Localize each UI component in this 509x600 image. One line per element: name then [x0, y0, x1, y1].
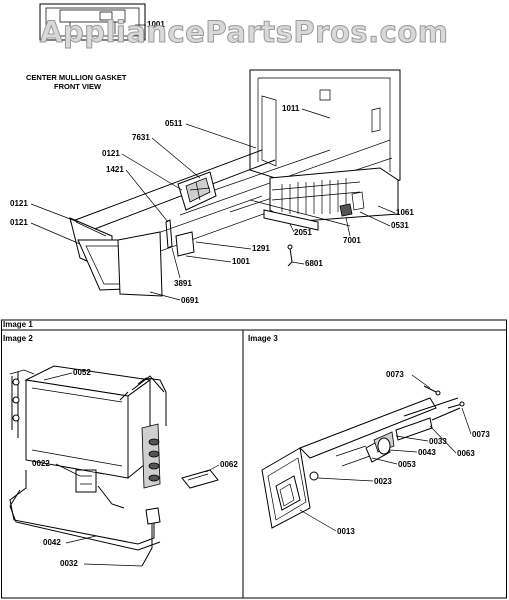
leader-0053: [371, 457, 398, 465]
leader-7631: [151, 137, 201, 179]
label-2051: 2051: [294, 228, 312, 237]
leader-0022: [55, 463, 81, 477]
gasket-caption-line1: CENTER MULLION GASKET: [26, 73, 127, 82]
watermark-text: AppliancePartsPros.com: [40, 15, 448, 49]
label-1061: 1061: [396, 208, 414, 217]
label-0062: 0062: [220, 460, 238, 469]
label-0033: 0033: [429, 437, 447, 446]
label-0052: 0052: [73, 368, 91, 377]
mullion-gasket-inset: [39, 3, 146, 41]
leader-0023: [317, 477, 374, 482]
leader-0121-a: [121, 153, 183, 191]
image1-panel-frame: [1, 319, 507, 599]
leader-2051: [289, 223, 295, 233]
label-0511: 0511: [165, 119, 183, 128]
label-0073-b: 0073: [472, 430, 490, 439]
label-0121-b: 0121: [10, 199, 28, 208]
leader-0052: [43, 372, 73, 381]
leader-1061: [377, 205, 396, 214]
leader-0691: [149, 291, 181, 301]
leader-0531: [359, 211, 391, 227]
leader-6801: [291, 261, 305, 265]
image3-title: Image 3: [248, 334, 278, 343]
leader-0121-c: [30, 222, 81, 245]
label-0121-c: 0121: [10, 218, 28, 227]
leader-0013: [299, 509, 337, 532]
leader-0032: [83, 563, 143, 567]
leader-1001: [185, 255, 232, 263]
leader-0073-a: [411, 374, 431, 389]
label-0013: 0013: [337, 527, 355, 536]
image2-coil-assembly: [9, 365, 219, 567]
label-0042: 0042: [43, 538, 61, 547]
leader-1421: [125, 169, 169, 223]
label-0043: 0043: [418, 448, 436, 457]
label-0023: 0023: [374, 477, 392, 486]
label-0053: 0053: [398, 460, 416, 469]
leader-1011: [301, 108, 331, 119]
label-3891: 3891: [174, 279, 192, 288]
leader-0511: [185, 123, 257, 149]
label-7631: 7631: [132, 133, 150, 142]
label-1001-gasket: 1001: [147, 20, 165, 29]
label-0063: 0063: [457, 449, 475, 458]
image2-title: Image 2: [3, 334, 33, 343]
leader-0073-b: [461, 407, 472, 435]
label-0032: 0032: [60, 559, 78, 568]
leader-0063: [429, 425, 457, 454]
label-1291: 1291: [252, 244, 270, 253]
label-1421: 1421: [106, 165, 124, 174]
label-1001: 1001: [232, 257, 250, 266]
leader-3891: [171, 247, 181, 279]
label-0691: 0691: [181, 296, 199, 305]
label-0022: 0022: [32, 459, 50, 468]
leader-0042: [65, 535, 97, 544]
leader-0033: [395, 435, 429, 442]
label-0073-a: 0073: [386, 370, 404, 379]
label-1011: 1011: [282, 104, 300, 113]
leader-0062: [205, 464, 220, 473]
leader-0121-b: [30, 203, 79, 223]
leader-0043: [389, 449, 418, 453]
leader-1291: [195, 241, 252, 250]
image1-title: Image 1: [3, 320, 33, 329]
leader-7001: [345, 217, 351, 237]
gasket-caption-line2: FRONT VIEW: [54, 82, 102, 91]
label-7001: 7001: [343, 236, 361, 245]
label-6801: 6801: [305, 259, 323, 268]
label-0121-a: 0121: [102, 149, 120, 158]
main-assembly: [69, 69, 401, 297]
image3-fan-assembly: [261, 385, 465, 529]
label-0531: 0531: [391, 221, 409, 230]
